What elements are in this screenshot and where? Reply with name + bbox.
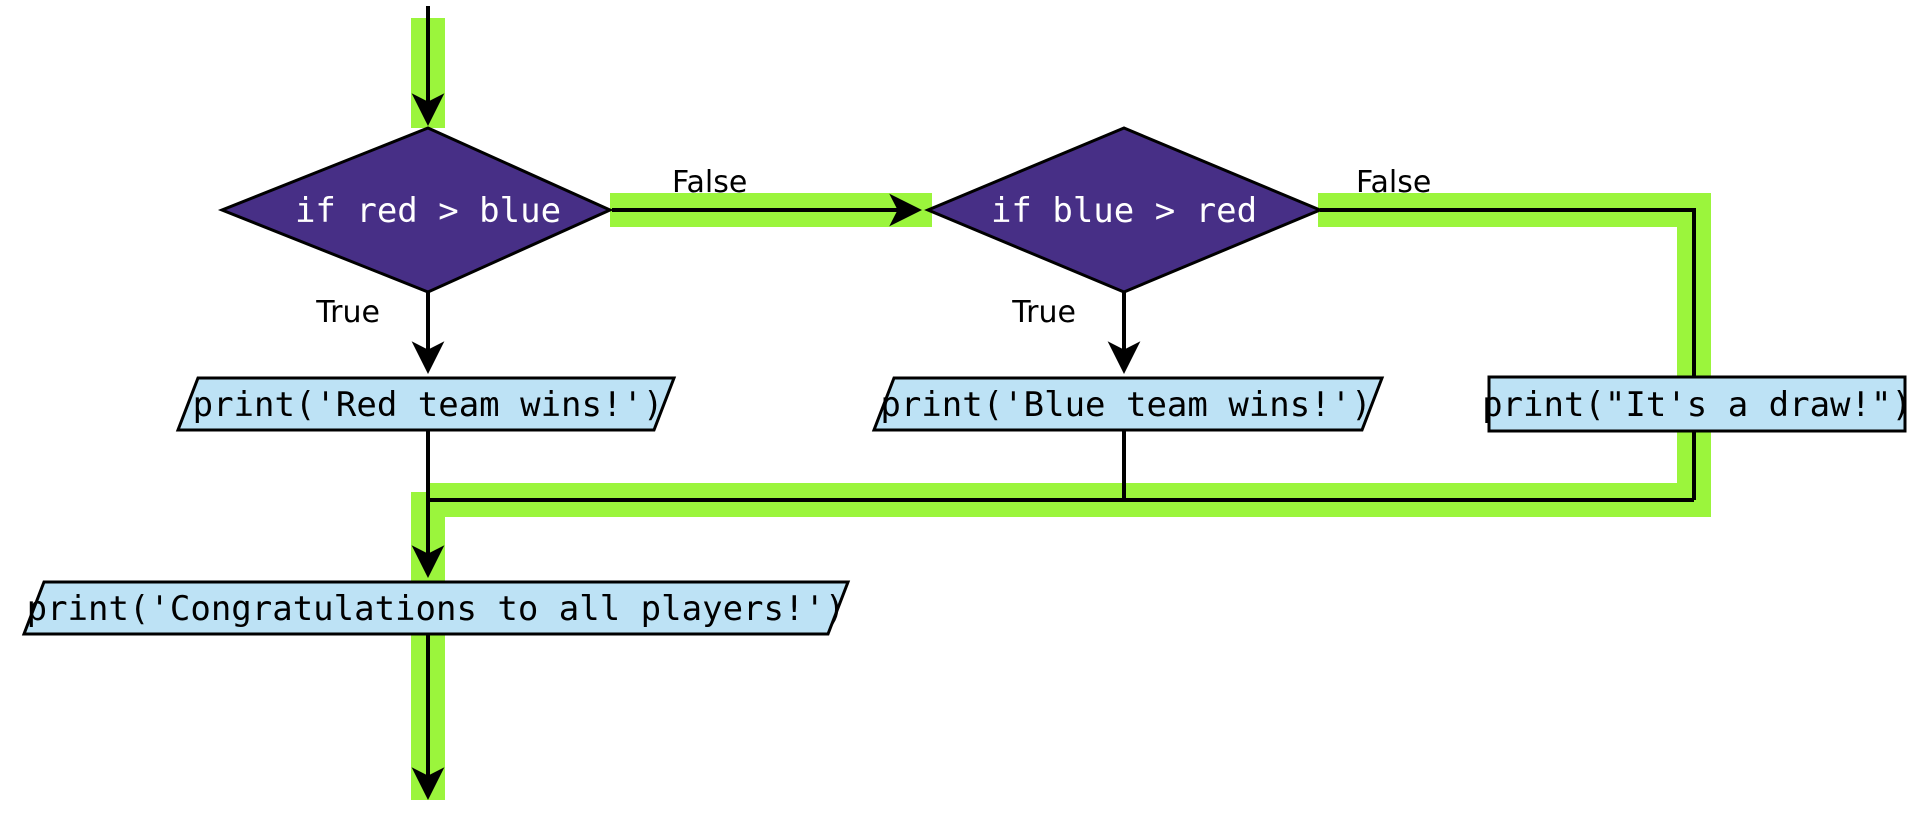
print-blue-wins-shape[interactable] (871, 376, 1385, 432)
edge-labels: True False True False (315, 165, 1431, 330)
edge-label-blue-false: False (1356, 165, 1431, 200)
decision-blue-gt-red-shape[interactable] (924, 126, 1324, 294)
node-print-red-wins[interactable]: print('Red team wins!') (175, 376, 677, 432)
edge-label-red-true: True (315, 295, 380, 330)
print-draw-label: print("It's a draw!") (1482, 385, 1912, 425)
print-congratulations-shape[interactable] (21, 580, 851, 636)
print-congratulations-label: print('Congratulations to all players!') (27, 589, 846, 629)
decision-red-gt-blue-shape[interactable] (217, 126, 614, 294)
decision-red-gt-blue-label: if red > blue (295, 191, 561, 231)
node-decision-blue-gt-red[interactable]: if blue > red (924, 126, 1324, 294)
edge-label-blue-true: True (1011, 295, 1076, 330)
edge-blue-false-to-merge (1320, 208, 1696, 500)
node-print-draw[interactable]: print("It's a draw!") (1482, 375, 1912, 433)
decision-blue-gt-red-label: if blue > red (991, 191, 1257, 231)
node-print-congratulations[interactable]: print('Congratulations to all players!') (21, 580, 851, 636)
print-blue-wins-label: print('Blue team wins!') (880, 385, 1371, 425)
node-print-blue-wins[interactable]: print('Blue team wins!') (871, 376, 1385, 432)
print-draw-shape[interactable] (1487, 375, 1907, 433)
edge-label-red-false: False (672, 165, 747, 200)
node-decision-red-gt-blue[interactable]: if red > blue (217, 126, 614, 294)
print-red-wins-label: print('Red team wins!') (193, 385, 664, 425)
print-red-wins-shape[interactable] (175, 376, 677, 432)
